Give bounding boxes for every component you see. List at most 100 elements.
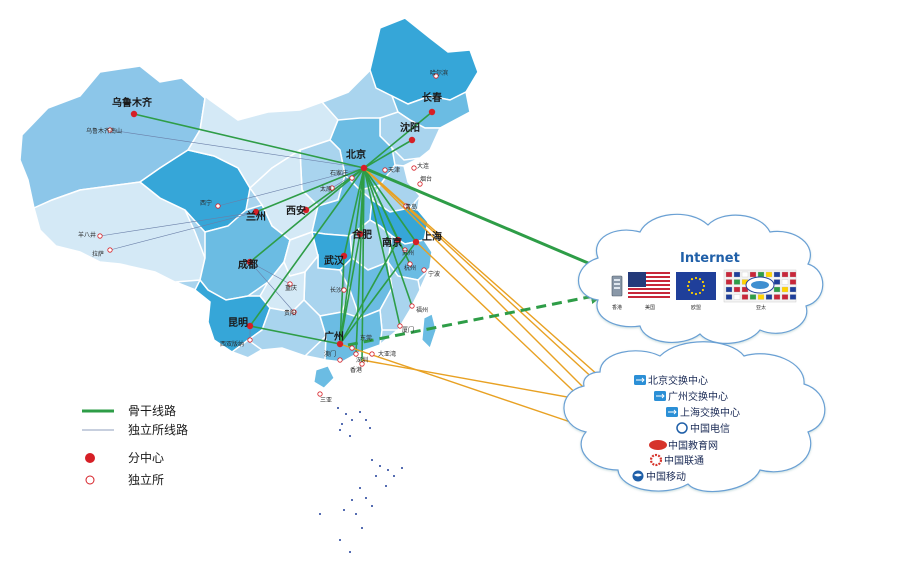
center-beijing-label: 北京 xyxy=(346,148,366,161)
legend-center-label: 分中心 xyxy=(128,450,164,465)
apec-flag xyxy=(773,286,781,293)
site-shijiazhuang-label: 石家庄 xyxy=(330,169,348,177)
exchange-item-2: 上海交换中心 xyxy=(666,406,740,419)
legend-center-dot xyxy=(85,453,95,463)
site-xiamen-dot xyxy=(397,323,403,329)
backbone-line xyxy=(249,167,365,263)
region-hainan xyxy=(313,365,335,389)
center-urumqi-label: 乌鲁木齐 xyxy=(112,96,153,109)
apec-flag xyxy=(789,271,797,278)
site-dalian-label: 大连 xyxy=(417,162,429,170)
eu-star xyxy=(698,291,702,295)
region-guangdong xyxy=(319,308,383,363)
apec-flag xyxy=(789,294,797,300)
center-nanjing-label: 南京 xyxy=(382,236,402,249)
island-dot xyxy=(361,527,363,529)
site-yantai-dot xyxy=(417,181,423,187)
island-dot xyxy=(351,419,353,421)
center-lanzhou-label: 兰州 xyxy=(246,210,266,223)
center-guangzhou-label: 广州 xyxy=(324,330,344,343)
south-china-sea-islands xyxy=(319,407,403,553)
backbone-line xyxy=(249,325,341,345)
island-dot xyxy=(379,465,381,467)
center-changchun-dot xyxy=(428,108,436,116)
center-beijing-dot xyxy=(360,164,368,172)
center-kunming-dot xyxy=(246,322,254,330)
island-dot xyxy=(359,411,361,413)
site-tianjin-label: 天津 xyxy=(388,167,400,174)
backbone-line xyxy=(339,241,417,345)
site-changsha-dot xyxy=(341,287,347,293)
exchange-item-label: 上海交换中心 xyxy=(680,406,740,419)
flag-stripe xyxy=(628,276,670,278)
center-shanghai-dot xyxy=(412,238,420,246)
apec-flag xyxy=(781,279,789,285)
eu-star xyxy=(702,284,706,288)
island-dot xyxy=(387,469,389,471)
apec-flag xyxy=(773,279,781,285)
exchange-item-label: 广州交换中心 xyxy=(668,390,728,403)
flag-stripe xyxy=(628,296,670,298)
destination-usa-label: 美国 xyxy=(645,304,655,311)
site-xishuangbanna-label: 西双版纳 xyxy=(220,340,244,348)
center-urumqi-dot xyxy=(130,110,138,118)
center-changchun-label: 长春 xyxy=(422,91,442,104)
backbone-line xyxy=(363,167,401,327)
island-dot xyxy=(349,551,351,553)
center-kunming-label: 昆明 xyxy=(228,317,248,329)
island-dot xyxy=(371,505,373,507)
apec-flag xyxy=(725,294,733,300)
apec-flag xyxy=(733,279,741,285)
exchange-item-6: 中国移动 xyxy=(632,470,686,483)
independent-line xyxy=(109,211,257,251)
island-dot xyxy=(343,509,345,511)
site-daya-bay-dot xyxy=(369,351,375,357)
site-qingdao-dot xyxy=(403,203,409,209)
apec-flag xyxy=(749,294,757,300)
backbone-line xyxy=(339,255,345,345)
apec-flag xyxy=(757,271,765,278)
site-xining-dot xyxy=(215,203,221,209)
center-chengdu-dot xyxy=(246,258,254,266)
backbone-line xyxy=(255,167,365,213)
site-suzhou-label: 苏州 xyxy=(402,249,414,257)
apec-flag xyxy=(773,294,781,300)
site-macau-label: 澳门 xyxy=(324,350,336,358)
center-wuhan-label: 武汉 xyxy=(324,254,345,267)
eu-star xyxy=(701,280,705,284)
site-daya-bay-label: 大亚湾 xyxy=(378,350,396,358)
backbone-lines xyxy=(133,111,433,365)
site-suzhou-dot xyxy=(402,247,408,253)
site-yangbajing-label: 羊八井 xyxy=(78,231,96,239)
backbone-line xyxy=(363,167,411,265)
center-shenyang-dot xyxy=(408,136,416,144)
site-markers xyxy=(97,73,439,397)
cernet-logo xyxy=(649,440,667,450)
island-dot xyxy=(355,513,357,515)
site-lhasa-label: 拉萨 xyxy=(92,250,104,258)
apec-flag xyxy=(741,271,749,278)
backbone-line xyxy=(133,113,365,169)
independent-line xyxy=(109,129,365,169)
region-qinghai xyxy=(138,149,251,233)
eu-star xyxy=(690,277,694,281)
apec-flag xyxy=(773,271,781,278)
site-hongkong-dot xyxy=(359,361,365,367)
site-lhasa-dot xyxy=(107,247,113,253)
region-guangxi xyxy=(246,298,327,357)
destination-eu-label: 欧盟 xyxy=(691,304,701,311)
center-hefei-label: 合肥 xyxy=(351,228,372,241)
island-dot xyxy=(319,513,321,515)
flag-stripe xyxy=(628,292,670,294)
apec-flag xyxy=(725,279,733,285)
flag-stripe xyxy=(628,280,670,282)
backbone-line xyxy=(363,139,413,169)
site-fuzhou-label: 福州 xyxy=(416,306,428,314)
island-dot xyxy=(345,413,347,415)
island-dot xyxy=(385,485,387,487)
eu-star xyxy=(698,277,702,281)
destination-apac-label: 亚太 xyxy=(756,304,766,311)
site-macau-dot xyxy=(337,357,343,363)
island-dot xyxy=(337,407,339,409)
